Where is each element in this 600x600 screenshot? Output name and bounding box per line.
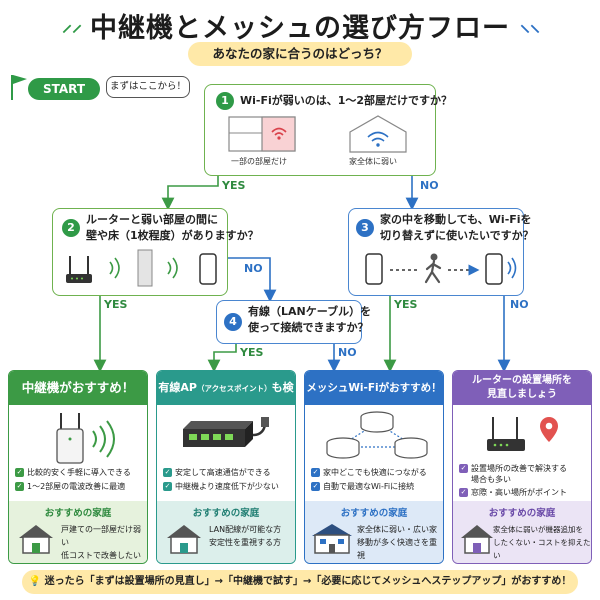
card-wired-ap: 有線AP（アクセスポイント）も検討！ ✓安定して高速通信ができる ✓中継機より速… [156, 370, 296, 564]
card-mesh: メッシュWi-Fiがおすすめ！ ✓家中どこでも快適につながる ✓自動で最適なWi… [304, 370, 444, 564]
question-1-text: Wi-Fiが弱いのは、1〜2部屋だけですか？ [240, 94, 453, 107]
q2-yes-label: YES [104, 298, 128, 311]
house-icon [19, 525, 53, 554]
card-mesh-title: メッシュWi-Fiがおすすめ！ [305, 371, 443, 405]
q3-yes-label: YES [394, 298, 418, 311]
question-2-line-2: 壁や床（1枚程度）がありますか？ [86, 229, 259, 242]
large-house-icon [312, 524, 352, 554]
card-repeater: 中継機がおすすめ！ ✓比較的安く手軽に導入できる ✓1〜2部屋の電波改善に最適 … [8, 370, 148, 564]
card-mesh-recommendation: おすすめの家庭 家全体に弱い・広い家移動が多く快適さを重視 [305, 501, 443, 563]
router-location-icon [487, 417, 558, 451]
flag-icon [11, 75, 27, 100]
router-wall-phone-icon [66, 249, 217, 287]
check-icon: ✓ [311, 482, 320, 491]
start-badge: START [28, 78, 100, 100]
sparkle-right-icon: ⸜⸜ [520, 12, 540, 36]
check-icon: ✓ [163, 482, 172, 491]
card-router-placement-point-2: ✓窓際・高い場所がポイント [459, 488, 567, 497]
card-mesh-point-1: ✓家中どこでも快適につながる [311, 468, 427, 477]
card-wired-ap-point-1: ✓安定して高速通信ができる [163, 468, 271, 477]
question-1-right-caption: 家全体に弱い [349, 157, 397, 166]
q1-yes-label: YES [222, 179, 246, 192]
room-plan-icon [228, 116, 296, 152]
question-3-line-1: 家の中を移動しても、Wi-Fiを [380, 213, 532, 226]
question-4-line-2: 使って接続できますか？ [248, 321, 369, 334]
repeater-icon [56, 413, 115, 464]
check-icon: ✓ [311, 468, 320, 477]
check-icon: ✓ [163, 468, 172, 477]
sparkle-left-icon: ⸝⸝ [62, 12, 82, 36]
card-router-placement-title: ルーターの設置場所を 見直しましょう [453, 371, 591, 405]
question-2-line-1: ルーターと弱い部屋の間に [86, 213, 218, 226]
q3-no-label: NO [510, 298, 529, 311]
card-repeater-point-2: ✓1〜2部屋の電波改善に最適 [15, 482, 126, 491]
card-router-placement-recommendation: おすすめの家庭 家全体に弱いが機器追加をしたくない・コストを抑えたい [453, 501, 591, 563]
card-mesh-point-2: ✓自動で最適なWi-Fiに接続 [311, 482, 415, 491]
check-icon: ✓ [15, 482, 24, 491]
network-switch-icon [183, 417, 269, 447]
card-wired-ap-recommendation: おすすめの家庭 LAN配線が可能な方安定性を重視する方 [157, 501, 295, 563]
check-icon: ✓ [15, 468, 24, 477]
question-4-number: 4 [224, 313, 242, 331]
card-repeater-point-1: ✓比較的安く手軽に導入できる [15, 468, 131, 477]
card-repeater-title: 中継機がおすすめ！ [9, 371, 147, 405]
house-icon [167, 525, 201, 554]
question-4-line-1: 有線（LANケーブル）を [248, 305, 372, 318]
q1-no-label: NO [420, 179, 439, 192]
q4-yes-label: YES [240, 346, 264, 359]
q4-no-label: NO [338, 346, 357, 359]
page-title: 中継機とメッシュの選び方フロー [90, 13, 510, 44]
card-repeater-recommendation: おすすめの家庭 戸建ての一部屋だけ弱い低コストで改善したい方 [9, 501, 147, 563]
card-router-placement-point-1b: 場合も多い [471, 475, 511, 484]
footer-tip: 💡 迷ったら「まずは設置場所の見直し」→「中継機で試す」→「必要に応じてメッシュ… [22, 570, 578, 594]
mesh-nodes-icon [326, 411, 428, 459]
card-wired-ap-title: 有線AP（アクセスポイント）も検討！ [157, 371, 295, 429]
card-router-placement: ルーターの設置場所を 見直しましょう ✓設置場所の改善で解決する 場合も多い ✓… [452, 370, 592, 564]
card-wired-ap-point-2: ✓中継機より速度低下が少ない [163, 482, 279, 491]
phone-walking-phone-icon [365, 253, 517, 285]
check-icon: ✓ [459, 488, 468, 497]
subtitle: あなたの家に合うのはどっち？ [188, 42, 412, 66]
card-router-placement-point-1: ✓設置場所の改善で解決する [459, 464, 567, 473]
question-2-number: 2 [62, 219, 80, 237]
house-icon [461, 525, 493, 554]
check-icon: ✓ [459, 464, 468, 473]
house-wifi-icon [349, 115, 407, 153]
lightbulb-icon: 💡 [28, 576, 42, 587]
question-1-number: 1 [216, 92, 234, 110]
question-3-line-2: 切り替えずに使いたいですか？ [380, 229, 534, 242]
q2-no-label: NO [244, 262, 263, 275]
start-bubble: まずはここから！ [106, 76, 190, 98]
question-3-number: 3 [356, 219, 374, 237]
question-1-left-caption: 一部の部屋だけ [231, 157, 287, 166]
